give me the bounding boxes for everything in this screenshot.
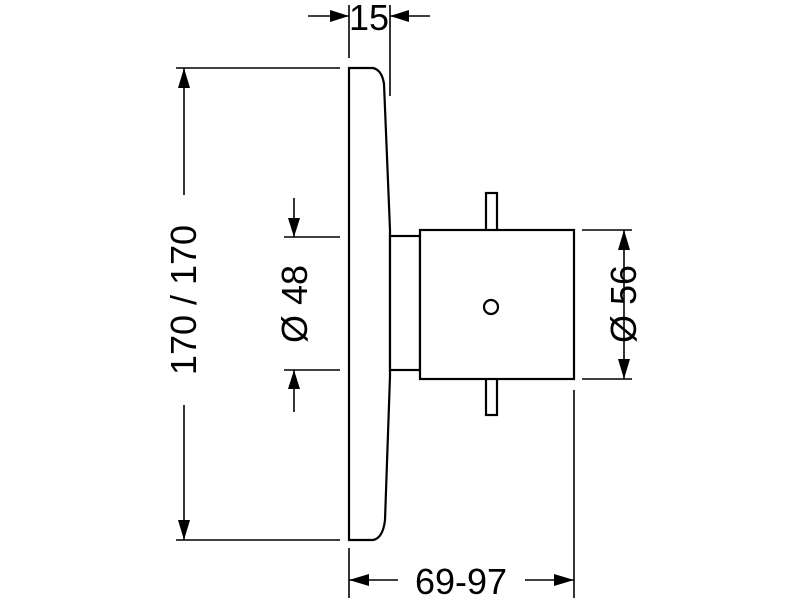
spindle-neck [388,234,422,372]
cover-plate [347,66,392,542]
top-depth-label: 15 [349,0,389,38]
dimension-total-depth: 69-97 [348,390,575,600]
inner-diameter-label: Ø 48 [274,265,315,343]
handle-center-hole [482,298,500,316]
handle-pin-top [484,191,499,233]
handle-pin-bottom [484,375,499,417]
dimension-height: 170 / 170 [163,67,340,541]
total-depth-label: 69-97 [415,561,507,600]
dimension-top-depth: 15 [308,0,430,96]
height-label: 170 / 170 [163,225,204,375]
outer-diameter-label: Ø 56 [603,265,644,343]
dimension-outer-diameter: Ø 56 [582,229,644,380]
dimension-inner-diameter: Ø 48 [274,198,340,412]
handle-body [418,228,576,381]
